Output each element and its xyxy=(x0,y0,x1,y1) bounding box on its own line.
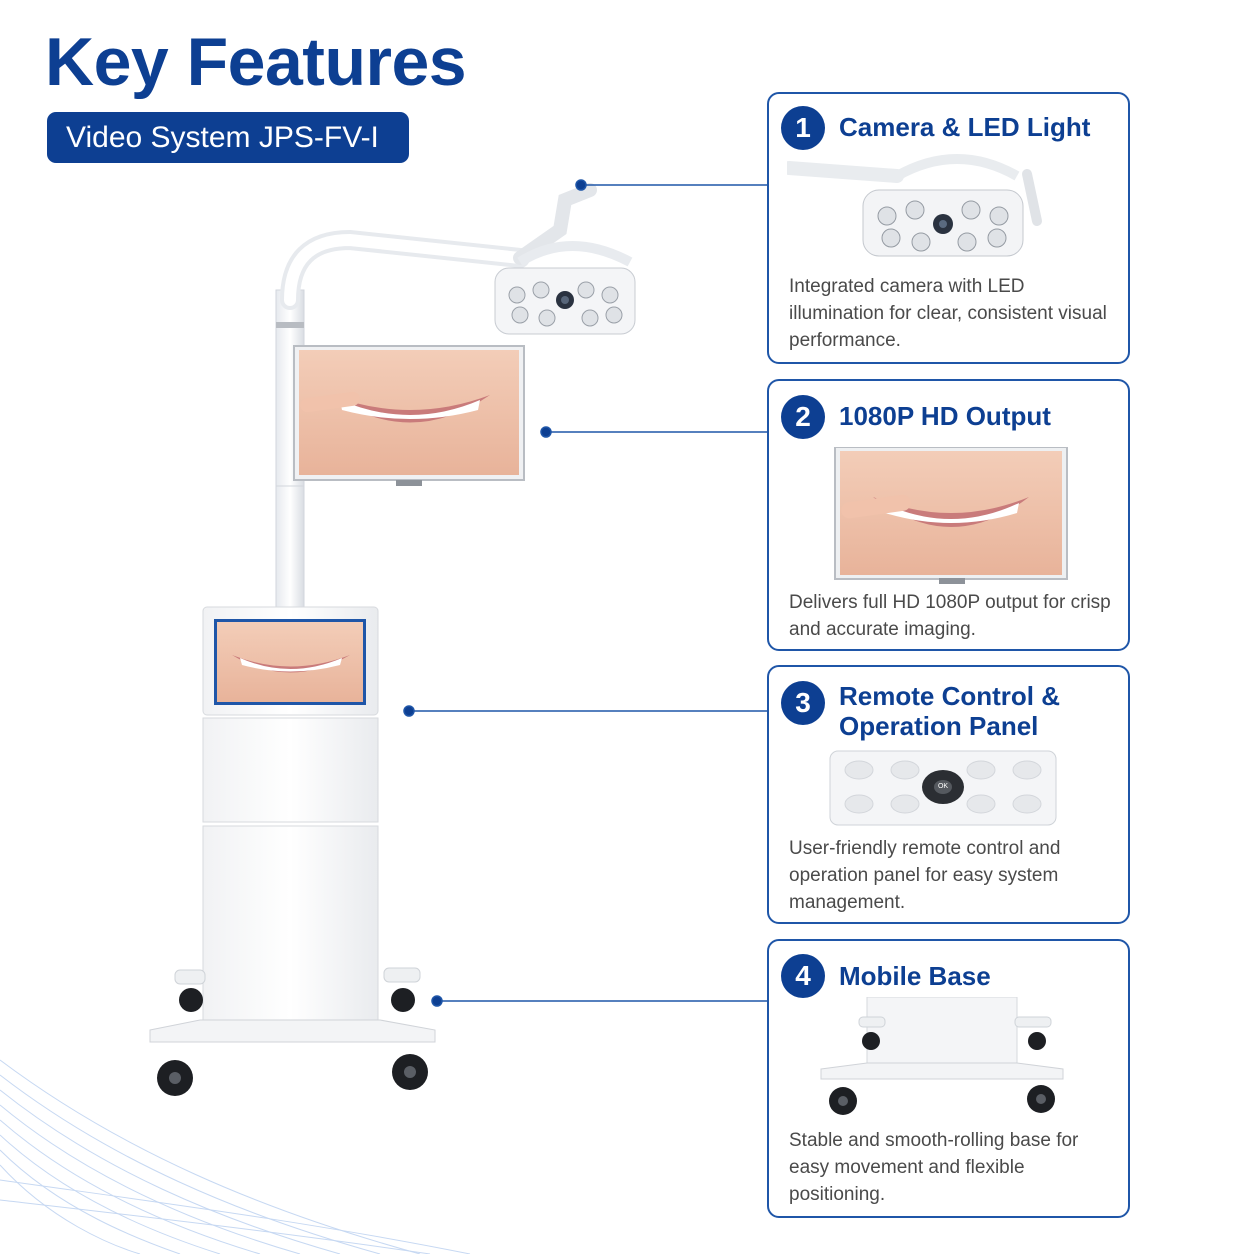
product-model-badge: Video System JPS-FV-I xyxy=(47,112,409,163)
feature-number-badge: 4 xyxy=(781,954,825,998)
page-title: Key Features xyxy=(45,24,467,100)
feature-number-badge: 1 xyxy=(781,106,825,150)
feature-title: 1080P HD Output xyxy=(839,401,1051,431)
mobile-base-illustration xyxy=(820,997,1064,1115)
feature-title: Camera & LED Light xyxy=(839,112,1091,142)
feature-card-hd-output: 2 1080P HD Output Delivers full HD 1080P… xyxy=(767,379,1130,651)
feature-number-badge: 3 xyxy=(781,681,825,725)
hd-monitor-illustration xyxy=(834,447,1068,584)
feature-number-badge: 2 xyxy=(781,395,825,439)
led-lamp-head-illustration xyxy=(787,154,1042,257)
feature-description: Integrated camera with LED illumination … xyxy=(789,276,1107,351)
feature-card-camera-led: 1 Camera & LED Light Integrated camera w… xyxy=(767,92,1130,364)
operation-panel-illustration: OK xyxy=(829,750,1057,826)
ok-button-label: OK xyxy=(937,783,949,790)
operation-panel-buttons xyxy=(829,750,1057,826)
feature-description: Delivers full HD 1080P output for crisp … xyxy=(789,592,1111,640)
feature-title: Remote Control & Operation Panel xyxy=(839,681,1060,741)
video-system-cart-illustration xyxy=(149,183,636,1096)
feature-card-mobile-base: 4 Mobile Base Stable and smooth-rolling … xyxy=(767,939,1130,1218)
feature-description: User-friendly remote control and operati… xyxy=(789,838,1061,913)
feature-title: Mobile Base xyxy=(839,961,991,991)
feature-description: Stable and smooth-rolling base for easy … xyxy=(789,1130,1079,1205)
feature-card-remote-control: 3 Remote Control & Operation Panel OK Us… xyxy=(767,665,1130,924)
